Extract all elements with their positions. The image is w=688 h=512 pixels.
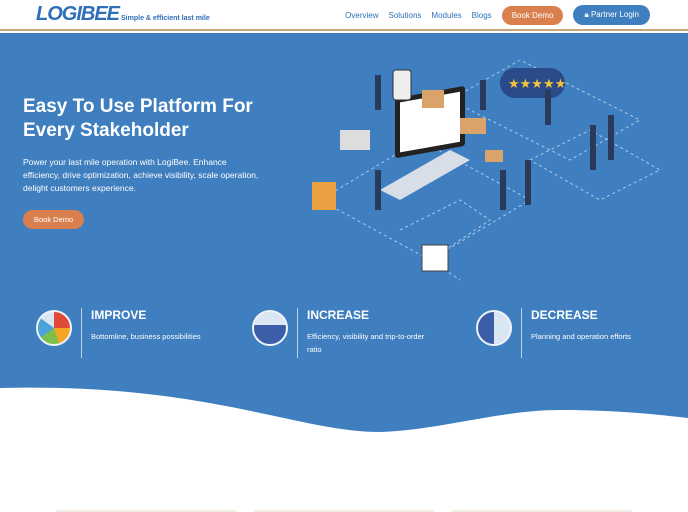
nav-menu: Overview Solutions Modules Blogs Book De… — [345, 5, 650, 25]
divider — [81, 308, 82, 358]
gauge-icon — [36, 310, 72, 346]
divider — [297, 308, 298, 358]
nav-blogs[interactable]: Blogs — [471, 10, 492, 20]
hero-section — [0, 33, 688, 443]
card — [254, 510, 434, 512]
logo-mark: LOGIBEE — [36, 3, 120, 25]
feature-improve: IMPROVE Bottomline, business possibilitie… — [36, 308, 216, 358]
nav-modules[interactable]: Modules — [431, 10, 462, 20]
feature-decrease: DECREASE Planning and operation efforts — [476, 308, 656, 358]
feature-increase: INCREASE Efficiency, visibility and trip-… — [252, 308, 432, 358]
partner-login-label: Partner Login — [590, 10, 639, 19]
feature-desc: Bottomline, business possibilities — [91, 332, 201, 341]
hero-description: Power your last mile operation with Logi… — [23, 157, 259, 193]
divider — [521, 308, 522, 358]
feature-desc: Efficiency, visibility and trip-to-order… — [307, 332, 425, 354]
card — [56, 510, 236, 512]
book-demo-button[interactable]: Book Demo — [501, 5, 564, 25]
wave-shape — [0, 387, 688, 450]
decline-chart-icon — [476, 310, 512, 346]
growth-chart-icon — [252, 310, 288, 346]
navbar: LOGIBEE Simple & efficient last mile Ove… — [0, 0, 688, 31]
card — [452, 510, 632, 512]
nav-overview[interactable]: Overview — [345, 10, 379, 20]
feature-title: IMPROVE — [91, 308, 147, 322]
platform-illustration: ★★★★★ — [312, 60, 662, 281]
svg-text:★★★★★: ★★★★★ — [508, 76, 566, 91]
logo[interactable]: LOGIBEE Simple & efficient last mile — [36, 4, 210, 24]
hero-book-demo-button[interactable]: Book Demo — [23, 210, 85, 229]
feature-desc: Planning and operation efforts — [531, 332, 631, 341]
nav-solutions[interactable]: Solutions — [388, 10, 422, 20]
lock-icon: 🔒︎ — [584, 10, 591, 19]
feature-title: INCREASE — [307, 308, 370, 322]
partner-login-button[interactable]: 🔒︎ Partner Login — [573, 5, 650, 25]
logo-tagline: Simple & efficient last mile — [121, 15, 210, 22]
feature-title: DECREASE — [531, 308, 598, 322]
hero-title: Easy To Use Platform For Every Stakehold… — [23, 96, 253, 141]
